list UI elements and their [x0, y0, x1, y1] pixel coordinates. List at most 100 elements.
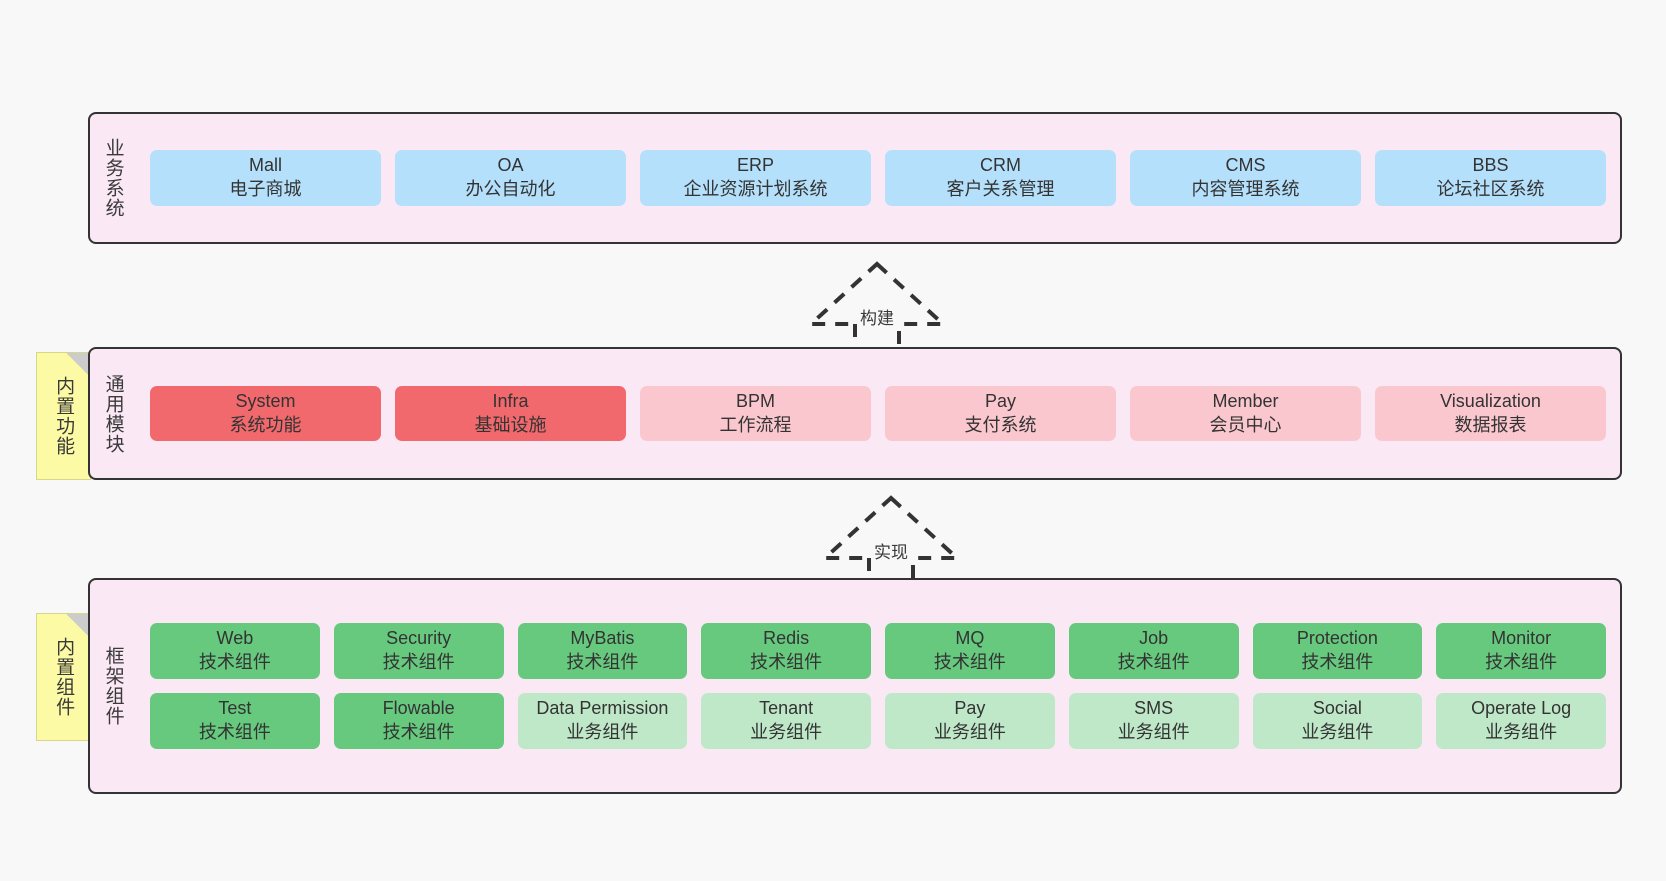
node-test-desc: 技术组件 — [198, 721, 271, 742]
node-pay-component[interactable]: Pay 业务组件 — [885, 693, 1055, 749]
node-job-name: Job — [1139, 628, 1169, 649]
layer-common-modules: 通用模块 System 系统功能 Infra 基础设施 BPM 工作流程 Pay — [88, 347, 1622, 480]
layer-common-modules-title: 通用模块 — [102, 373, 124, 454]
node-social-desc: 业务组件 — [1301, 721, 1374, 742]
node-oa-desc: 办公自动化 — [465, 179, 556, 199]
node-flowable[interactable]: Flowable 技术组件 — [333, 693, 504, 749]
node-mq-desc: 技术组件 — [933, 652, 1006, 673]
node-row: Mall 电子商城 OA 办公自动化 ERP 企业资源计划系统 CRM 客户关系… — [150, 150, 1606, 206]
node-monitor[interactable]: Monitor 技术组件 — [1436, 623, 1606, 679]
node-web-desc: 技术组件 — [198, 652, 271, 673]
node-crm-name: CRM — [980, 155, 1021, 176]
node-system[interactable]: System 系统功能 — [150, 385, 381, 442]
node-pay-module[interactable]: Pay 支付系统 — [885, 385, 1116, 442]
note-fold-icon — [66, 353, 90, 377]
node-mybatis-desc: 技术组件 — [566, 652, 639, 673]
node-tenant-desc: 业务组件 — [750, 721, 823, 742]
node-web-name: Web — [216, 628, 254, 649]
node-crm-desc: 客户关系管理 — [946, 179, 1055, 199]
node-pay-component-name: Pay — [954, 698, 986, 718]
node-erp-name: ERP — [736, 155, 774, 176]
node-sms[interactable]: SMS 业务组件 — [1068, 693, 1239, 749]
node-bpm-name: BPM — [735, 390, 775, 411]
node-web[interactable]: Web 技术组件 — [150, 623, 320, 679]
node-visualization[interactable]: Visualization 数据报表 — [1375, 385, 1606, 442]
node-tenant[interactable]: Tenant 业务组件 — [701, 693, 871, 749]
node-bbs[interactable]: BBS 论坛社区系统 — [1375, 150, 1606, 206]
node-member[interactable]: Member 会员中心 — [1130, 385, 1361, 442]
node-bbs-name: BBS — [1472, 155, 1509, 176]
arrow-build: 构建 — [797, 261, 957, 362]
node-monitor-desc: 技术组件 — [1485, 652, 1558, 673]
node-social[interactable]: Social 业务组件 — [1252, 693, 1423, 749]
node-test[interactable]: Test 技术组件 — [150, 693, 320, 749]
node-pay-module-desc: 支付系统 — [964, 414, 1037, 435]
node-pay-component-desc: 业务组件 — [933, 721, 1006, 742]
note-builtin-features-label: 内置功能 — [53, 376, 75, 456]
node-crm[interactable]: CRM 客户关系管理 — [885, 150, 1116, 206]
layer-business-systems: 业务系统 Mall 电子商城 OA 办公自动化 ERP 企业资源计划系统 CRM — [88, 112, 1622, 244]
node-monitor-name: Monitor — [1491, 628, 1552, 649]
node-row: Test 技术组件 Flowable 技术组件 Data Permission … — [150, 693, 1606, 749]
layer-business-systems-body: Mall 电子商城 OA 办公自动化 ERP 企业资源计划系统 CRM 客户关系… — [136, 114, 1620, 242]
node-member-desc: 会员中心 — [1209, 414, 1282, 435]
layer-business-systems-title: 业务系统 — [102, 138, 124, 218]
node-mall[interactable]: Mall 电子商城 — [150, 150, 381, 206]
node-cms-name: CMS — [1225, 155, 1266, 176]
node-social-name: Social — [1312, 698, 1362, 718]
node-cms[interactable]: CMS 内容管理系统 — [1130, 150, 1361, 206]
node-protection[interactable]: Protection 技术组件 — [1252, 623, 1423, 679]
node-cms-desc: 内容管理系统 — [1191, 179, 1300, 199]
node-system-name: System — [235, 390, 296, 411]
layer-framework-components-body: Web 技术组件 Security 技术组件 MyBatis 技术组件 Redi… — [136, 580, 1620, 792]
node-mq[interactable]: MQ 技术组件 — [885, 623, 1055, 679]
node-test-name: Test — [218, 698, 252, 718]
node-infra[interactable]: Infra 基础设施 — [395, 385, 626, 442]
node-job-desc: 技术组件 — [1117, 652, 1190, 673]
node-sms-name: SMS — [1134, 698, 1174, 718]
layer-common-modules-body: System 系统功能 Infra 基础设施 BPM 工作流程 Pay 支付系统… — [136, 349, 1620, 478]
node-operate-log-name: Operate Log — [1471, 698, 1572, 718]
node-security-desc: 技术组件 — [382, 652, 455, 673]
node-bbs-desc: 论坛社区系统 — [1436, 179, 1545, 199]
node-oa-name: OA — [497, 155, 524, 176]
node-infra-desc: 基础设施 — [474, 414, 547, 435]
node-redis[interactable]: Redis 技术组件 — [701, 623, 871, 679]
node-security[interactable]: Security 技术组件 — [333, 623, 504, 679]
node-mybatis-name: MyBatis — [570, 628, 635, 649]
node-flowable-name: Flowable — [382, 698, 455, 718]
node-pay-module-name: Pay — [984, 390, 1017, 411]
note-builtin-components: 内置组件 — [36, 613, 91, 741]
node-data-permission[interactable]: Data Permission 业务组件 — [517, 693, 688, 749]
node-redis-desc: 技术组件 — [750, 652, 823, 673]
note-builtin-features: 内置功能 — [36, 352, 91, 480]
note-fold-icon — [66, 614, 90, 638]
node-erp-desc: 企业资源计划系统 — [683, 179, 828, 199]
node-visualization-name: Visualization — [1440, 390, 1541, 411]
node-infra-name: Infra — [492, 390, 529, 411]
layer-framework-components: 框架组件 Web 技术组件 Security 技术组件 MyBatis 技术组件… — [88, 578, 1622, 794]
node-data-permission-desc: 业务组件 — [566, 721, 639, 742]
node-redis-name: Redis — [763, 628, 810, 649]
note-builtin-components-label: 内置组件 — [53, 637, 75, 717]
node-system-desc: 系统功能 — [229, 414, 302, 435]
node-protection-name: Protection — [1296, 628, 1378, 649]
node-erp[interactable]: ERP 企业资源计划系统 — [640, 150, 871, 206]
node-job[interactable]: Job 技术组件 — [1068, 623, 1239, 679]
node-sms-desc: 业务组件 — [1117, 721, 1190, 742]
node-security-name: Security — [386, 628, 452, 649]
node-operate-log-desc: 业务组件 — [1485, 721, 1558, 742]
node-mybatis[interactable]: MyBatis 技术组件 — [517, 623, 688, 679]
node-oa[interactable]: OA 办公自动化 — [395, 150, 626, 206]
arrow-implement-label: 实现 — [872, 538, 910, 563]
node-operate-log[interactable]: Operate Log 业务组件 — [1436, 693, 1606, 749]
node-tenant-name: Tenant — [759, 698, 814, 718]
node-protection-desc: 技术组件 — [1301, 652, 1374, 673]
node-row: Web 技术组件 Security 技术组件 MyBatis 技术组件 Redi… — [150, 623, 1606, 679]
node-mall-name: Mall — [248, 155, 282, 176]
node-data-permission-name: Data Permission — [536, 698, 669, 718]
node-flowable-desc: 技术组件 — [382, 721, 455, 742]
node-mall-desc: 电子商城 — [229, 179, 302, 199]
node-bpm[interactable]: BPM 工作流程 — [640, 385, 871, 442]
